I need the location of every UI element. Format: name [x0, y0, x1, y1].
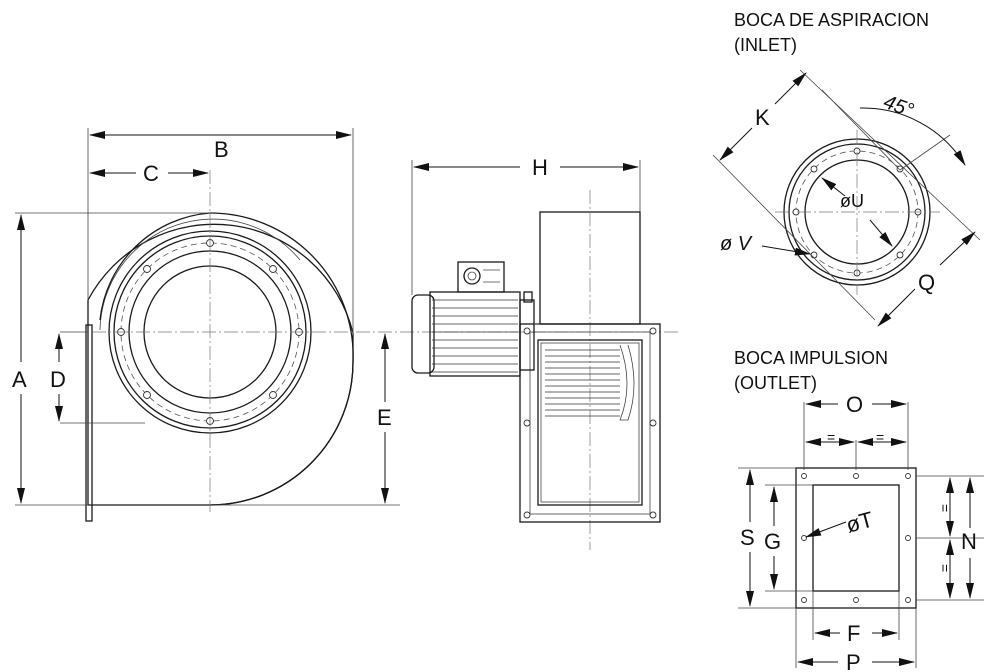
dim-label-A: A	[12, 367, 27, 392]
motor-cooling-fins	[432, 299, 518, 373]
terminal-box	[457, 261, 505, 293]
dim-label-S: S	[740, 525, 755, 550]
outlet-box	[537, 339, 643, 506]
volute-outline	[99, 212, 354, 506]
dim-label-K: K	[755, 105, 770, 130]
inlet-view	[712, 69, 981, 321]
outlet-flange	[795, 467, 917, 609]
dim-label-U: øU	[840, 191, 864, 211]
side-view	[400, 160, 680, 550]
equal-mark-2: =	[876, 429, 884, 445]
outlet-bolt-holes	[801, 473, 911, 603]
dim-label-P: P	[846, 650, 861, 672]
dim-label-Q: Q	[918, 270, 935, 295]
outlet-opening	[812, 484, 900, 592]
motor-flange	[519, 299, 535, 371]
dim-label-N: N	[961, 529, 977, 554]
outlet-subtitle: (OUTLET)	[734, 373, 817, 393]
impeller-fins	[545, 344, 635, 421]
equal-mark-3: =	[937, 504, 953, 512]
inlet-subtitle: (INLET)	[734, 35, 797, 55]
dim-label-G: G	[764, 529, 781, 554]
front-view	[15, 128, 400, 522]
dim-label-D: D	[50, 367, 66, 392]
motor-end-cap	[411, 294, 435, 374]
dim-label-O: O	[846, 392, 863, 417]
dim-label-V: ø V	[720, 233, 753, 255]
angle-label-45: 45°	[881, 91, 917, 122]
dim-label-T: øT	[843, 507, 875, 538]
frame-plate	[519, 323, 661, 523]
dim-label-E: E	[377, 405, 392, 430]
equal-mark-1: =	[827, 429, 835, 445]
dim-label-B: B	[214, 137, 229, 162]
outlet-view	[738, 402, 984, 668]
motor-body	[429, 291, 521, 377]
inlet-title: BOCA DE ASPIRACION	[734, 10, 929, 30]
equal-mark-4: =	[937, 564, 953, 572]
dim-label-C: C	[143, 161, 159, 186]
dim-label-F: F	[847, 621, 860, 646]
outlet-title: BOCA IMPULSION	[734, 348, 888, 368]
frame-holes	[523, 327, 657, 519]
dim-label-H: H	[532, 155, 548, 180]
inlet-bolt-holes	[792, 147, 922, 277]
